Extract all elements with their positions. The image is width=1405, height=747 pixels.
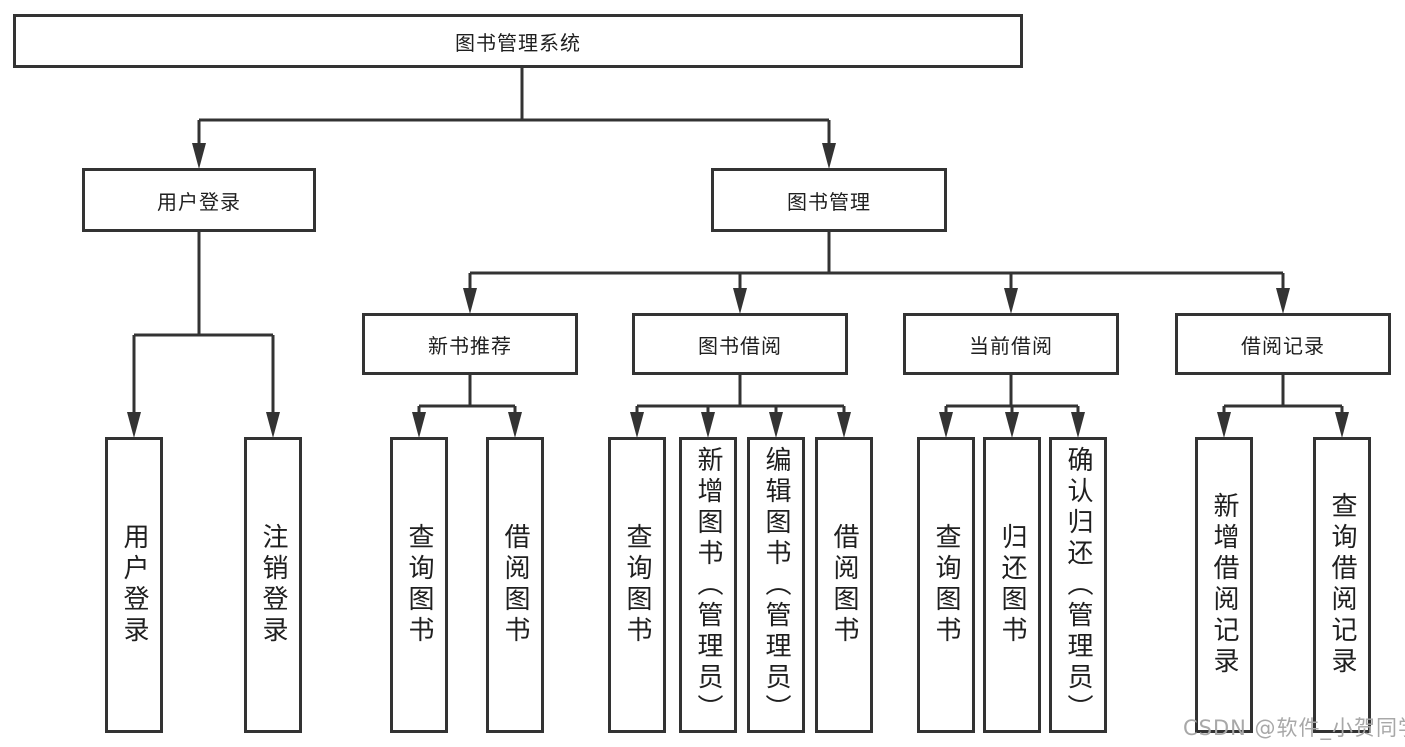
leaf-query-books-recommend-label: 查询图书 (404, 523, 434, 647)
watermark: CSDN @软件_小贺同学 (1183, 716, 1405, 740)
leaf-user-login: 用户登录 (105, 437, 163, 733)
node-borrowing-records-label: 借阅记录 (1241, 333, 1325, 358)
leaf-query-books-current-label: 查询图书 (931, 523, 961, 647)
leaf-query-borrow-record-label: 查询借阅记录 (1327, 492, 1357, 678)
leaf-user-login-label: 用户登录 (119, 523, 149, 647)
node-user-login: 用户登录 (82, 168, 316, 232)
node-new-book-recommendation: 新书推荐 (362, 313, 578, 375)
node-book-borrowing: 图书借阅 (632, 313, 848, 375)
leaf-query-books-borrowing-label: 查询图书 (622, 523, 652, 647)
node-root: 图书管理系统 (13, 14, 1023, 68)
node-book-management: 图书管理 (711, 168, 947, 232)
leaf-query-books-current: 查询图书 (917, 437, 975, 733)
leaf-add-borrow-record: 新增借阅记录 (1195, 437, 1253, 733)
leaf-add-book-admin: 新增图书（管理员） (679, 437, 737, 733)
node-root-label: 图书管理系统 (455, 30, 581, 55)
leaf-query-books-recommend: 查询图书 (390, 437, 448, 733)
leaf-return-books-label: 归还图书 (997, 523, 1027, 647)
node-current-borrowing-label: 当前借阅 (969, 333, 1053, 358)
tree-edges (132, 68, 1344, 422)
leaf-borrow-books-recommend-label: 借阅图书 (500, 523, 530, 647)
leaf-confirm-return-admin-label: 确认归还（管理员） (1063, 445, 1093, 725)
leaf-logout-label: 注销登录 (258, 523, 288, 647)
leaf-borrow-books-borrowing-label: 借阅图书 (829, 523, 859, 647)
leaf-logout: 注销登录 (244, 437, 302, 733)
arrowhead-icons (127, 143, 1349, 438)
leaf-query-borrow-record: 查询借阅记录 (1313, 437, 1371, 733)
node-borrowing-records: 借阅记录 (1175, 313, 1391, 375)
leaf-add-book-admin-label: 新增图书（管理员） (693, 445, 723, 725)
node-book-management-label: 图书管理 (787, 189, 871, 214)
leaf-borrow-books-borrowing: 借阅图书 (815, 437, 873, 733)
leaf-borrow-books-recommend: 借阅图书 (486, 437, 544, 733)
leaf-edit-book-admin-label: 编辑图书（管理员） (761, 445, 791, 725)
leaf-return-books: 归还图书 (983, 437, 1041, 733)
node-book-borrowing-label: 图书借阅 (698, 333, 782, 358)
leaf-add-borrow-record-label: 新增借阅记录 (1209, 492, 1239, 678)
leaf-confirm-return-admin: 确认归还（管理员） (1049, 437, 1107, 733)
node-new-book-recommendation-label: 新书推荐 (428, 333, 512, 358)
leaf-edit-book-admin: 编辑图书（管理员） (747, 437, 805, 733)
leaf-query-books-borrowing: 查询图书 (608, 437, 666, 733)
node-current-borrowing: 当前借阅 (903, 313, 1119, 375)
node-user-login-label: 用户登录 (157, 189, 241, 214)
